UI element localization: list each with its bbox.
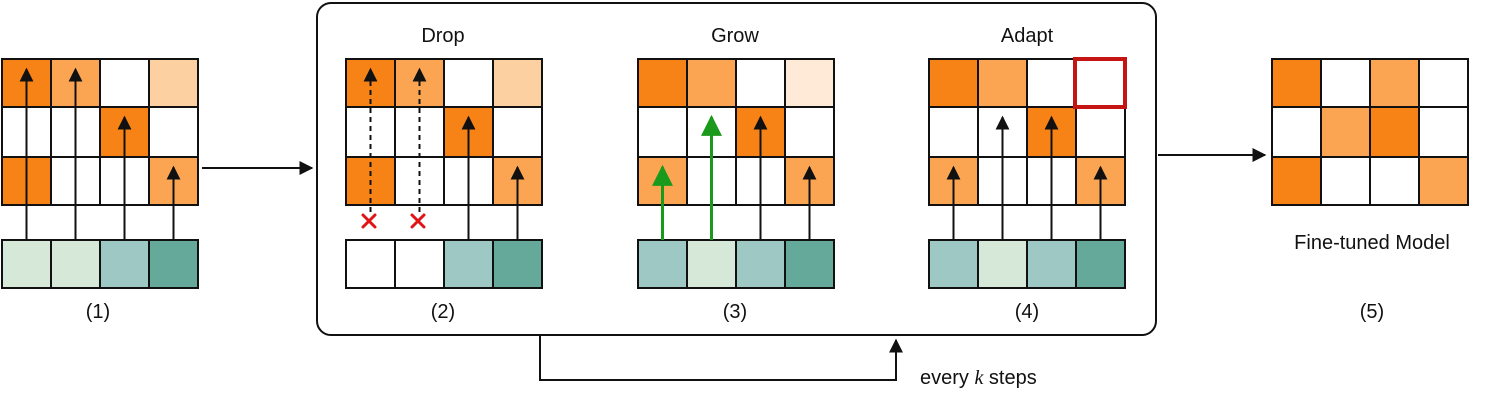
s5-cell-r1-c1 xyxy=(1320,106,1371,158)
grow-title: Grow xyxy=(711,25,759,47)
s3-cell-r0-c0 xyxy=(637,58,688,108)
final-title: Fine-tuned Model xyxy=(1294,232,1450,254)
s4-vector-cell-2 xyxy=(1026,239,1077,289)
s5-cell-r2-c3 xyxy=(1418,156,1469,206)
s4-cell-r0-c2 xyxy=(1026,58,1077,108)
s5-cell-r2-c0 xyxy=(1271,156,1322,206)
s5-cell-r1-c2 xyxy=(1369,106,1420,158)
s5-cell-r1-c3 xyxy=(1418,106,1469,158)
s1-vector-cell-1 xyxy=(50,239,101,289)
s2-vector-cell-2 xyxy=(443,239,494,289)
loop-arrow xyxy=(539,336,903,381)
drop-mark-2 xyxy=(410,213,426,229)
step-label-1: (1) xyxy=(86,301,110,323)
s4-cell-r0-c3 xyxy=(1075,58,1126,108)
s5-cell-r2-c2 xyxy=(1369,156,1420,206)
s5-cell-r0-c3 xyxy=(1418,58,1469,108)
s2-vector-cell-3 xyxy=(492,239,543,289)
step-label-5: (5) xyxy=(1360,301,1384,323)
vector-cells xyxy=(1,239,1126,289)
adapt-title: Adapt xyxy=(1001,25,1054,47)
s2-vector-cell-1 xyxy=(394,239,445,289)
drop-title: Drop xyxy=(421,25,464,47)
s4-vector-cell-3 xyxy=(1075,239,1126,289)
s3-cell-r0-c3 xyxy=(784,58,835,108)
s2-cell-r0-c2 xyxy=(443,58,494,108)
s4-cell-r1-c3 xyxy=(1075,106,1126,158)
s3-cell-r0-c2 xyxy=(735,58,786,108)
s1-vector-cell-0 xyxy=(1,239,52,289)
s4-cell-r0-c1 xyxy=(977,58,1028,108)
s1-vector-cell-3 xyxy=(148,239,199,289)
s5-cell-r0-c2 xyxy=(1369,58,1420,108)
step-label-3: (3) xyxy=(723,301,747,323)
s4-vector-cell-0 xyxy=(928,239,979,289)
s2-cell-r1-c0 xyxy=(345,106,396,158)
s1-vector-cell-2 xyxy=(99,239,150,289)
s3-vector-cell-3 xyxy=(784,239,835,289)
s2-cell-r1-c3 xyxy=(492,106,543,158)
s5-cell-r0-c0 xyxy=(1271,58,1322,108)
s1-cell-r1-c3 xyxy=(148,106,199,158)
s3-cell-r0-c1 xyxy=(686,58,737,108)
iteration-box xyxy=(316,2,1157,336)
s3-vector-cell-1 xyxy=(686,239,737,289)
s4-vector-cell-1 xyxy=(977,239,1028,289)
s2-cell-r1-c1 xyxy=(394,106,445,158)
s5-cell-r2-c1 xyxy=(1320,156,1371,206)
s3-vector-cell-2 xyxy=(735,239,786,289)
s1-cell-r0-c2 xyxy=(99,58,150,108)
grid-cells xyxy=(1,58,1469,206)
step-label-2: (2) xyxy=(431,301,455,323)
s3-cell-r1-c0 xyxy=(637,106,688,158)
s2-vector-cell-0 xyxy=(345,239,396,289)
drop-mark-1 xyxy=(361,213,377,229)
column-arrows xyxy=(19,67,1108,240)
s2-cell-r0-c3 xyxy=(492,58,543,108)
adapt-highlight-box xyxy=(1073,57,1127,109)
step-label-4: (4) xyxy=(1015,301,1039,323)
s1-cell-r0-c3 xyxy=(148,58,199,108)
s5-cell-r1-c0 xyxy=(1271,106,1322,158)
s5-cell-r0-c1 xyxy=(1320,58,1371,108)
loop-label: every k steps xyxy=(920,367,1037,389)
s3-cell-r1-c3 xyxy=(784,106,835,158)
s4-cell-r0-c0 xyxy=(928,58,979,108)
s4-cell-r1-c0 xyxy=(928,106,979,158)
s3-vector-cell-0 xyxy=(637,239,688,289)
